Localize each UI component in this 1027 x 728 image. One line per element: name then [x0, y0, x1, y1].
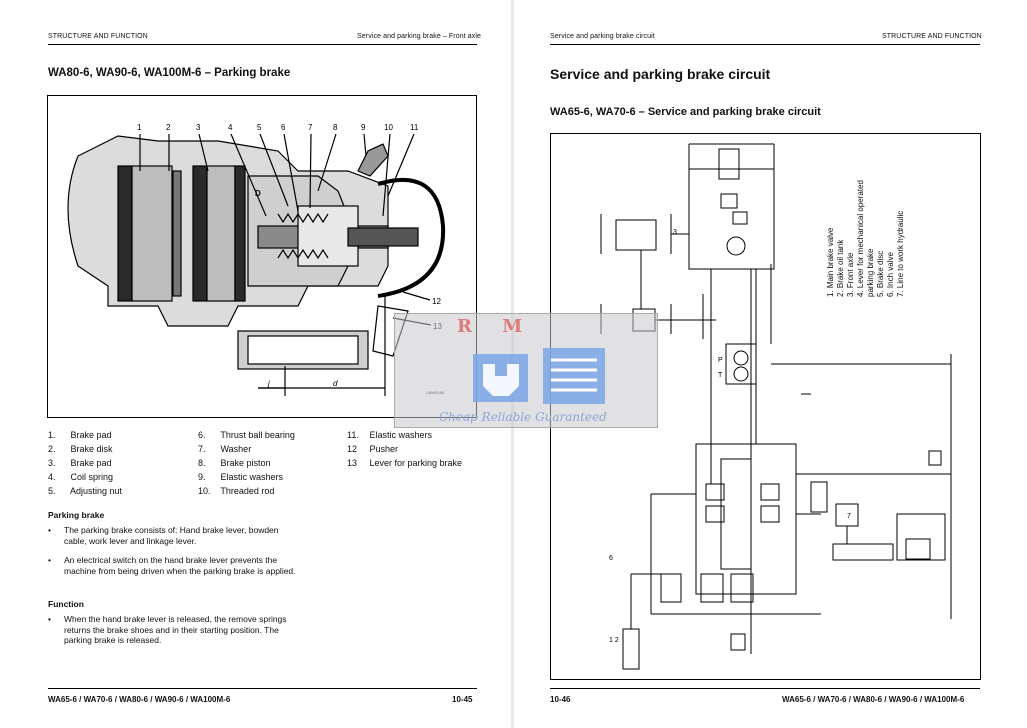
legend-item: 3. Brake pad	[48, 458, 112, 468]
circuit-legend-item: parking brake	[866, 248, 875, 297]
callout-10: 10	[384, 123, 393, 132]
circuit-legend-item: 3. Front axle	[846, 252, 855, 297]
right-footer-rule	[550, 688, 980, 689]
left-header-rule	[48, 44, 477, 45]
function-heading: Function	[48, 599, 84, 609]
legend-item: 4. Coil spring	[48, 472, 114, 482]
legend-column-3: 11. Elastic washers 12 Pusher 13 Lever f…	[347, 428, 462, 470]
callout-9: 9	[361, 123, 366, 132]
legend-item: 6. Thrust ball bearing	[198, 430, 295, 440]
circuit-mark-7: 7	[847, 513, 851, 520]
circuit-legend-item: 6. Inch valve	[886, 252, 895, 297]
callout-4: 4	[228, 123, 233, 132]
watermark-logo-icon	[473, 348, 605, 404]
legend-column-1: 1. Brake pad 2. Brake disk 3. Brake pad …	[48, 428, 122, 498]
watermark-text: Cheap Reliable Guaranteed	[439, 410, 607, 424]
right-page-subtitle: WA65-6, WA70-6 – Service and parking bra…	[550, 106, 821, 118]
circuit-legend: 1. Main brake valve 2. Brake oil tank 3.…	[826, 175, 906, 300]
right-page-title: Service and parking brake circuit	[550, 66, 771, 82]
callout-11: 11	[410, 123, 419, 132]
legend-item: 5. Adjusting nut	[48, 486, 123, 496]
circuit-mark-t: T	[718, 372, 723, 379]
parking-brake-cutaway-drawing: 1 2 3 4 5 6 7 8 9 10 11 12 13 j d D CAW0…	[67, 123, 446, 396]
circuit-legend-item: 5. Brake disc	[876, 250, 885, 297]
dimension-d: d	[333, 379, 338, 388]
callout-8: 8	[333, 123, 338, 132]
callout-2: 2	[166, 123, 171, 132]
part-mark-d: D	[255, 189, 261, 198]
legend-column-2: 6. Thrust ball bearing 7. Washer 8. Brak…	[198, 428, 295, 498]
right-page-number: 10-46	[550, 695, 571, 704]
circuit-mark-p: P	[718, 357, 723, 364]
circuit-legend-item: 7. Line to work hydraulic	[896, 210, 905, 297]
left-header-section: STRUCTURE AND FUNCTION	[48, 33, 148, 40]
watermark-letters: R M	[457, 316, 535, 337]
callout-7: 7	[308, 123, 313, 132]
circuit-mark-1-2: 1 2	[609, 637, 619, 644]
callout-1: 1	[137, 123, 142, 132]
legend-item: 9. Elastic washers	[198, 472, 284, 482]
legend-item: 1. Brake pad	[48, 430, 112, 440]
legend-item: 7. Washer	[198, 444, 252, 454]
left-header-topic: Service and parking brake – Front axle	[357, 33, 482, 40]
legend-item: 13 Lever for parking brake	[347, 458, 463, 468]
callout-6: 6	[281, 123, 286, 132]
parking-brake-heading: Parking brake	[48, 510, 105, 520]
circuit-mark-3: 3	[673, 229, 677, 236]
legend-item: 8. Brake piston	[198, 458, 271, 468]
right-footer-models: WA65-6 / WA70-6 / WA80-6 / WA90-6 / WA10…	[782, 695, 965, 704]
circuit-mark-6: 6	[609, 555, 613, 562]
legend-item: 12 Pusher	[347, 444, 399, 454]
right-header-topic: Service and parking brake circuit	[550, 33, 655, 40]
legend-item: 10. Threaded rod	[198, 486, 275, 496]
left-page-number: 10-45	[452, 695, 473, 704]
left-page-title: WA80-6, WA90-6, WA100M-6 – Parking brake	[48, 67, 291, 79]
left-footer-models: WA65-6 / WA70-6 / WA80-6 / WA90-6 / WA10…	[48, 695, 231, 704]
circuit-legend-item: 2. Brake oil tank	[836, 239, 845, 297]
legend-item: 11. Elastic washers	[347, 430, 433, 440]
callout-5: 5	[257, 123, 262, 132]
left-footer-rule	[48, 688, 477, 689]
right-header-rule	[550, 44, 980, 45]
right-header-section: STRUCTURE AND FUNCTION	[882, 33, 982, 40]
dimension-j: j	[267, 379, 270, 388]
circuit-legend-item: 4. Lever for mechanical operated	[856, 180, 865, 297]
callout-12: 12	[432, 297, 441, 306]
watermark: R M Cheap Reliable Guaranteed	[394, 313, 658, 428]
legend-item: 2. Brake disk	[48, 444, 113, 454]
callout-3: 3	[196, 123, 201, 132]
circuit-legend-item: 1. Main brake valve	[826, 227, 835, 297]
